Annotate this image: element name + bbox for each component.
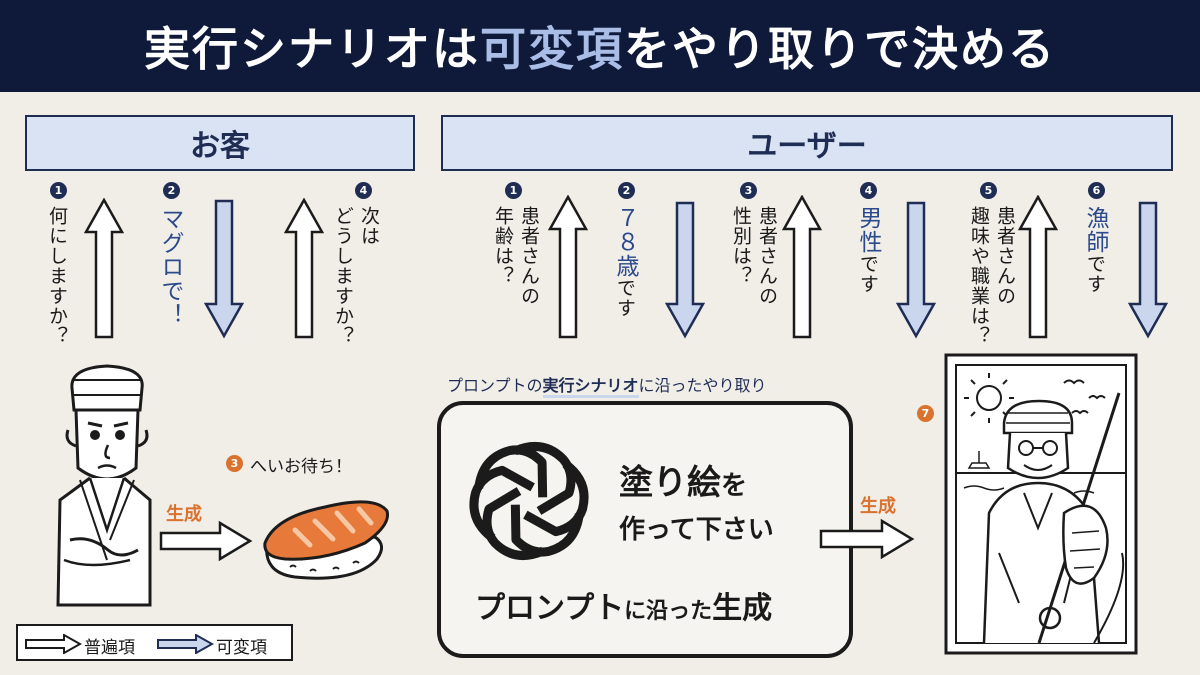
user-step-badge-5: 5	[980, 182, 997, 199]
user-step-suffix-4: です	[857, 254, 879, 294]
title-part1: 実行シナリオは	[144, 22, 480, 76]
down-arrow-variable	[1128, 201, 1168, 339]
openai-logo-icon	[463, 435, 595, 567]
down-arrow-variable	[204, 199, 244, 339]
step-badge-3: 3	[226, 455, 243, 472]
user-header: ユーザー	[441, 115, 1173, 171]
step-badge-2: 2	[163, 182, 180, 199]
step-text-1: 何にしますか？	[46, 206, 68, 346]
user-step-badge-6: 6	[1088, 182, 1105, 199]
user-step-suffix-6: です	[1084, 254, 1106, 294]
scenario-caption-pre: プロンプトの	[447, 376, 543, 395]
step-badge-1: 1	[50, 182, 67, 199]
user-step-highlight-2: ７８歳	[612, 206, 638, 278]
user-step-suffix-2: です	[614, 278, 636, 318]
scenario-caption-bold: 実行シナリオ	[542, 376, 639, 398]
up-arrow-fixed	[84, 198, 124, 339]
user-step-text-3: 患者さんの 性別は？	[730, 206, 778, 306]
step-text-2: マグロで！	[157, 207, 183, 327]
bubble-line1: 塗り絵を	[619, 455, 747, 504]
title-bar: 実行シナリオは可変項をやり取りで決める	[0, 0, 1200, 92]
sushi-illustration	[263, 500, 390, 580]
caption-generation: 生成	[712, 591, 773, 626]
scenario-caption: プロンプトの実行シナリオに沿ったやり取り	[447, 372, 767, 398]
step-text-3: へいお待ち！	[250, 457, 352, 477]
caption-prompt: プロンプト	[475, 591, 625, 626]
legend-fixed-arrow	[25, 634, 82, 654]
down-arrow-variable	[896, 201, 936, 339]
title-part2: をやり取りで決める	[624, 22, 1056, 76]
user-step-badge-3: 3	[740, 182, 757, 199]
right-arrow-fixed	[159, 520, 253, 562]
right-arrow-fixed	[819, 518, 915, 560]
coloring-page-illustration	[944, 353, 1138, 655]
user-step-text-5: 患者さんの 趣味や職業は？	[968, 206, 1016, 346]
step-badge-4: 4	[355, 182, 372, 199]
user-step-text-1: 患者さんの 年齢は？	[492, 206, 540, 306]
bubble-line1-main: 塗り絵	[619, 463, 721, 503]
customer-header: お客	[25, 115, 415, 171]
title-highlight: 可変項	[480, 22, 624, 76]
user-step-text-6: 漁師です	[1082, 206, 1108, 294]
user-step-text-4: 男性です	[855, 206, 881, 294]
user-step-text-2: ７８歳です	[612, 206, 638, 318]
user-step-badge-2: 2	[618, 182, 635, 199]
legend-variable-label: 可変項	[216, 638, 267, 658]
bubble-line1-particle: を	[721, 471, 748, 501]
up-arrow-fixed	[284, 198, 324, 339]
user-step-badge-4: 4	[860, 182, 877, 199]
gen-label-left: 生成	[166, 504, 202, 525]
caption-along: に沿った	[624, 599, 713, 624]
user-step-highlight-6: 漁師	[1082, 206, 1108, 254]
step-text-4: 次は どうしますか？	[332, 206, 380, 346]
up-arrow-fixed	[548, 195, 588, 339]
legend: 普遍項 可変項	[16, 624, 293, 661]
legend-variable-arrow	[157, 634, 214, 654]
down-arrow-variable	[665, 201, 705, 339]
gen-label-right: 生成	[860, 496, 896, 517]
bubble-line2: 作って下さい	[619, 515, 774, 545]
up-arrow-fixed	[782, 195, 822, 339]
user-step-badge-1: 1	[505, 182, 522, 199]
scenario-caption-post: に沿ったやり取り	[638, 376, 767, 395]
prompt-box-caption: プロンプトに沿った生成	[475, 583, 772, 627]
up-arrow-fixed	[1018, 195, 1058, 339]
user-step-badge-7: 7	[917, 405, 934, 422]
user-step-highlight-4: 男性	[855, 206, 881, 254]
sushi-chef-illustration	[56, 364, 152, 607]
legend-fixed-label: 普遍項	[84, 638, 135, 658]
prompt-box: 塗り絵を 作って下さい プロンプトに沿った生成	[437, 401, 853, 658]
